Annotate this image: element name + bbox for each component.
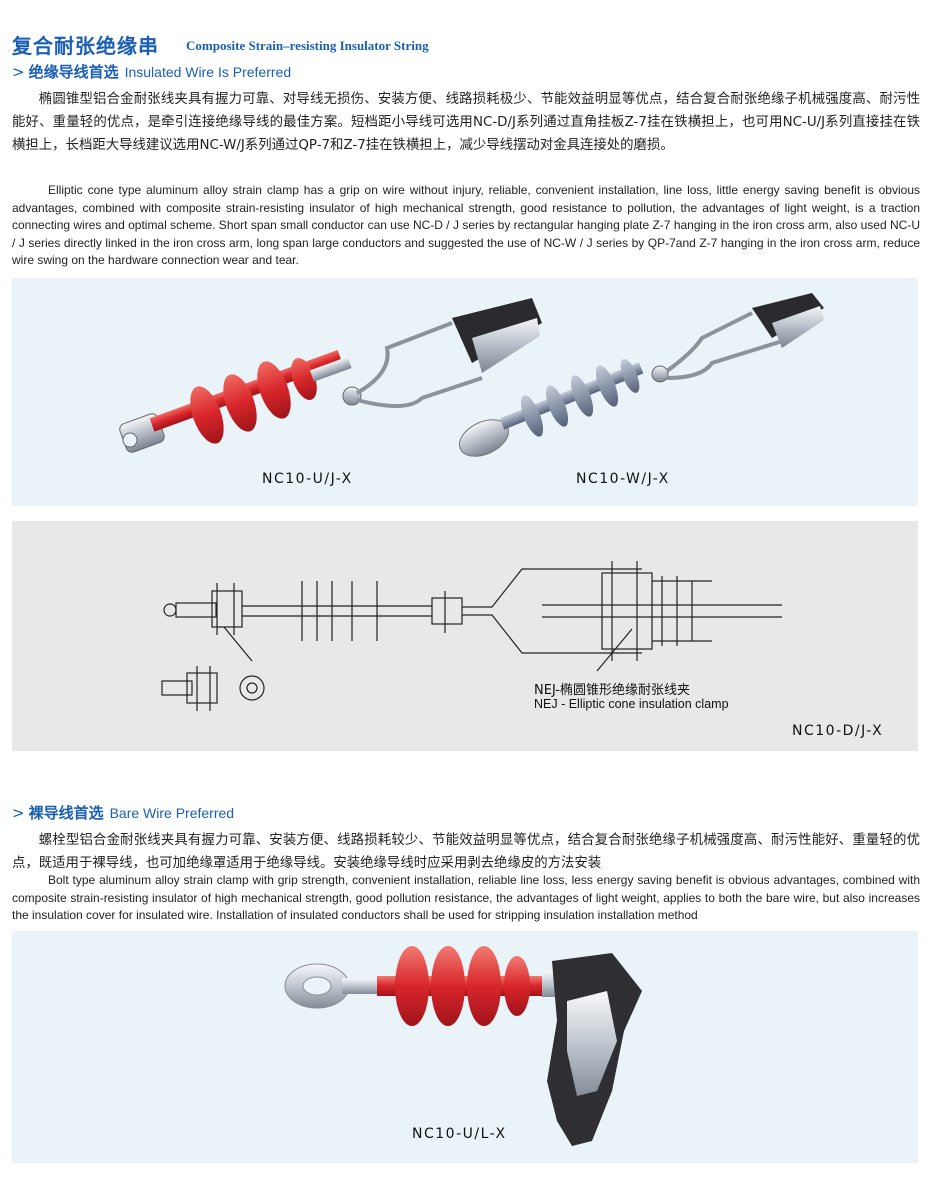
technical-drawing-d-j — [161, 561, 782, 711]
insulator-w-j — [458, 293, 824, 457]
section1-paragraph-cn: 椭圆锥型铝合金耐张线夹具有握力可靠、对导线无损伤、安装方便、线路损耗极少、节能效… — [12, 92, 920, 153]
insulator-string-photo-u-j — [119, 293, 824, 457]
drawing-callout-cn: NEJ-椭圆锥形绝缘耐张线夹 — [534, 683, 691, 698]
section-title-cn: 绝缘导线首选 — [28, 63, 119, 81]
model-label-u-l: NC10-U/L-X — [412, 1126, 507, 1142]
drawing-callout-en: NEJ - Elliptic cone insulation clamp — [534, 697, 729, 711]
section2-paragraph-en: Bolt type aluminum alloy strain clamp wi… — [12, 873, 920, 922]
section-title-en: Insulated Wire Is Preferred — [124, 64, 292, 80]
insulator-string-photo-u-l — [284, 946, 642, 1146]
model-label-u-j: NC10-U/J-X — [262, 471, 353, 487]
technical-drawing-panel — [12, 521, 918, 751]
model-label-d-j: NC10-D/J-X — [792, 723, 884, 739]
section-heading-insulated: >绝缘导线首选 Insulated Wire Is Preferred — [12, 61, 291, 82]
page-title: 复合耐张绝缘串 — [12, 34, 159, 58]
section-heading-bare: >裸导线首选 Bare Wire Preferred — [12, 802, 234, 823]
section1-paragraph-en: Elliptic cone type aluminum alloy strain… — [12, 183, 920, 267]
chevron-right-icon: > — [12, 63, 25, 81]
section2-paragraph-cn: 螺栓型铝合金耐张线夹具有握力可靠、安装方便、线路损耗较少、节能效益明显等优点，结… — [12, 833, 920, 871]
section-title-cn: 裸导线首选 — [28, 804, 104, 822]
product-photo-panel-bare — [12, 931, 918, 1163]
section-title-en: Bare Wire Preferred — [109, 805, 235, 821]
page-title-en: Composite Strain–resisting Insulator Str… — [186, 38, 429, 53]
chevron-right-icon: > — [12, 804, 25, 822]
insulator-u-j — [119, 298, 542, 453]
model-label-w-j: NC10-W/J-X — [576, 471, 670, 487]
